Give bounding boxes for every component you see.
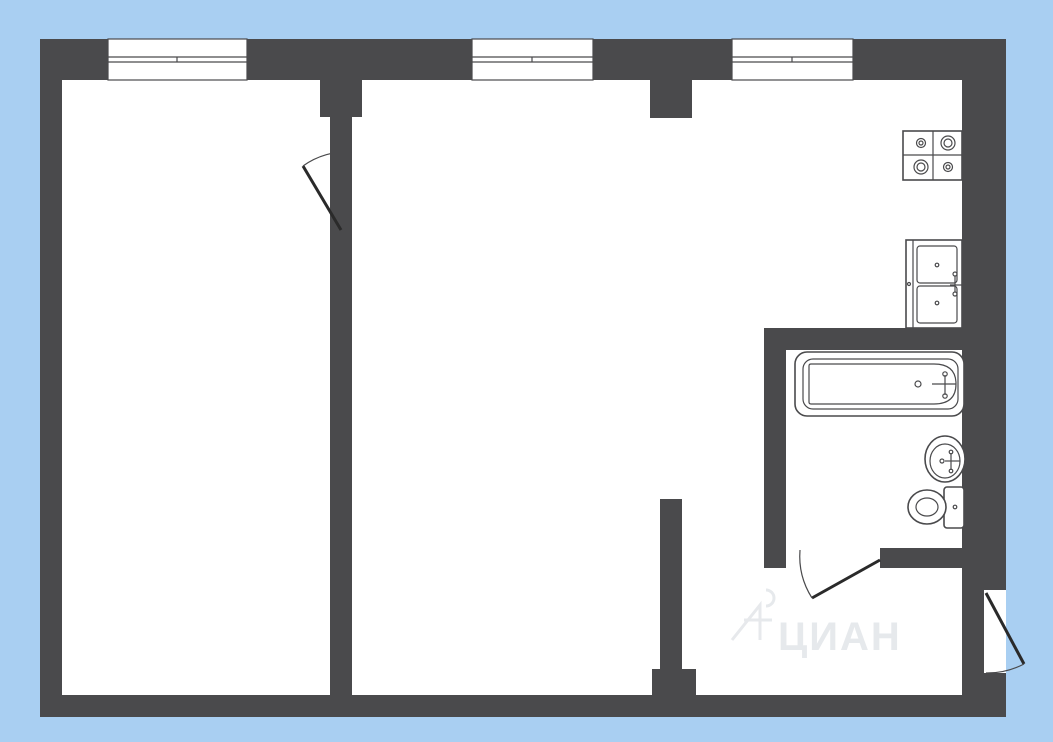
room-left	[62, 80, 330, 695]
entry-jamb-bottom	[962, 673, 1006, 695]
wall-stub-top-left	[320, 80, 362, 117]
wall-left-upper	[330, 117, 352, 150]
entry-opening	[984, 590, 1006, 673]
bathtub-icon	[794, 351, 965, 417]
watermark-text: ЦИАН	[778, 615, 902, 659]
wall-partition-base	[652, 669, 696, 695]
door-entrance	[984, 592, 1026, 674]
bath-wall-bottom-right	[880, 548, 964, 568]
door-left-room	[301, 151, 353, 231]
entry-jamb-top	[962, 568, 1006, 590]
door-bathroom	[799, 549, 881, 600]
toilet-icon	[907, 486, 965, 529]
washbasin-icon	[924, 435, 966, 483]
wall-partition-vertical	[660, 499, 682, 669]
bath-wall-left	[764, 328, 786, 568]
window-left	[107, 38, 248, 81]
wall-stub-top-mid	[650, 80, 692, 118]
wall-left-lower	[330, 232, 352, 695]
bath-wall-top	[764, 328, 962, 350]
stove-icon	[902, 130, 963, 181]
kitchen-sink-icon	[905, 239, 963, 329]
watermark-logo: ЦИАН	[730, 588, 902, 659]
window-right	[731, 38, 854, 81]
window-middle	[471, 38, 594, 81]
